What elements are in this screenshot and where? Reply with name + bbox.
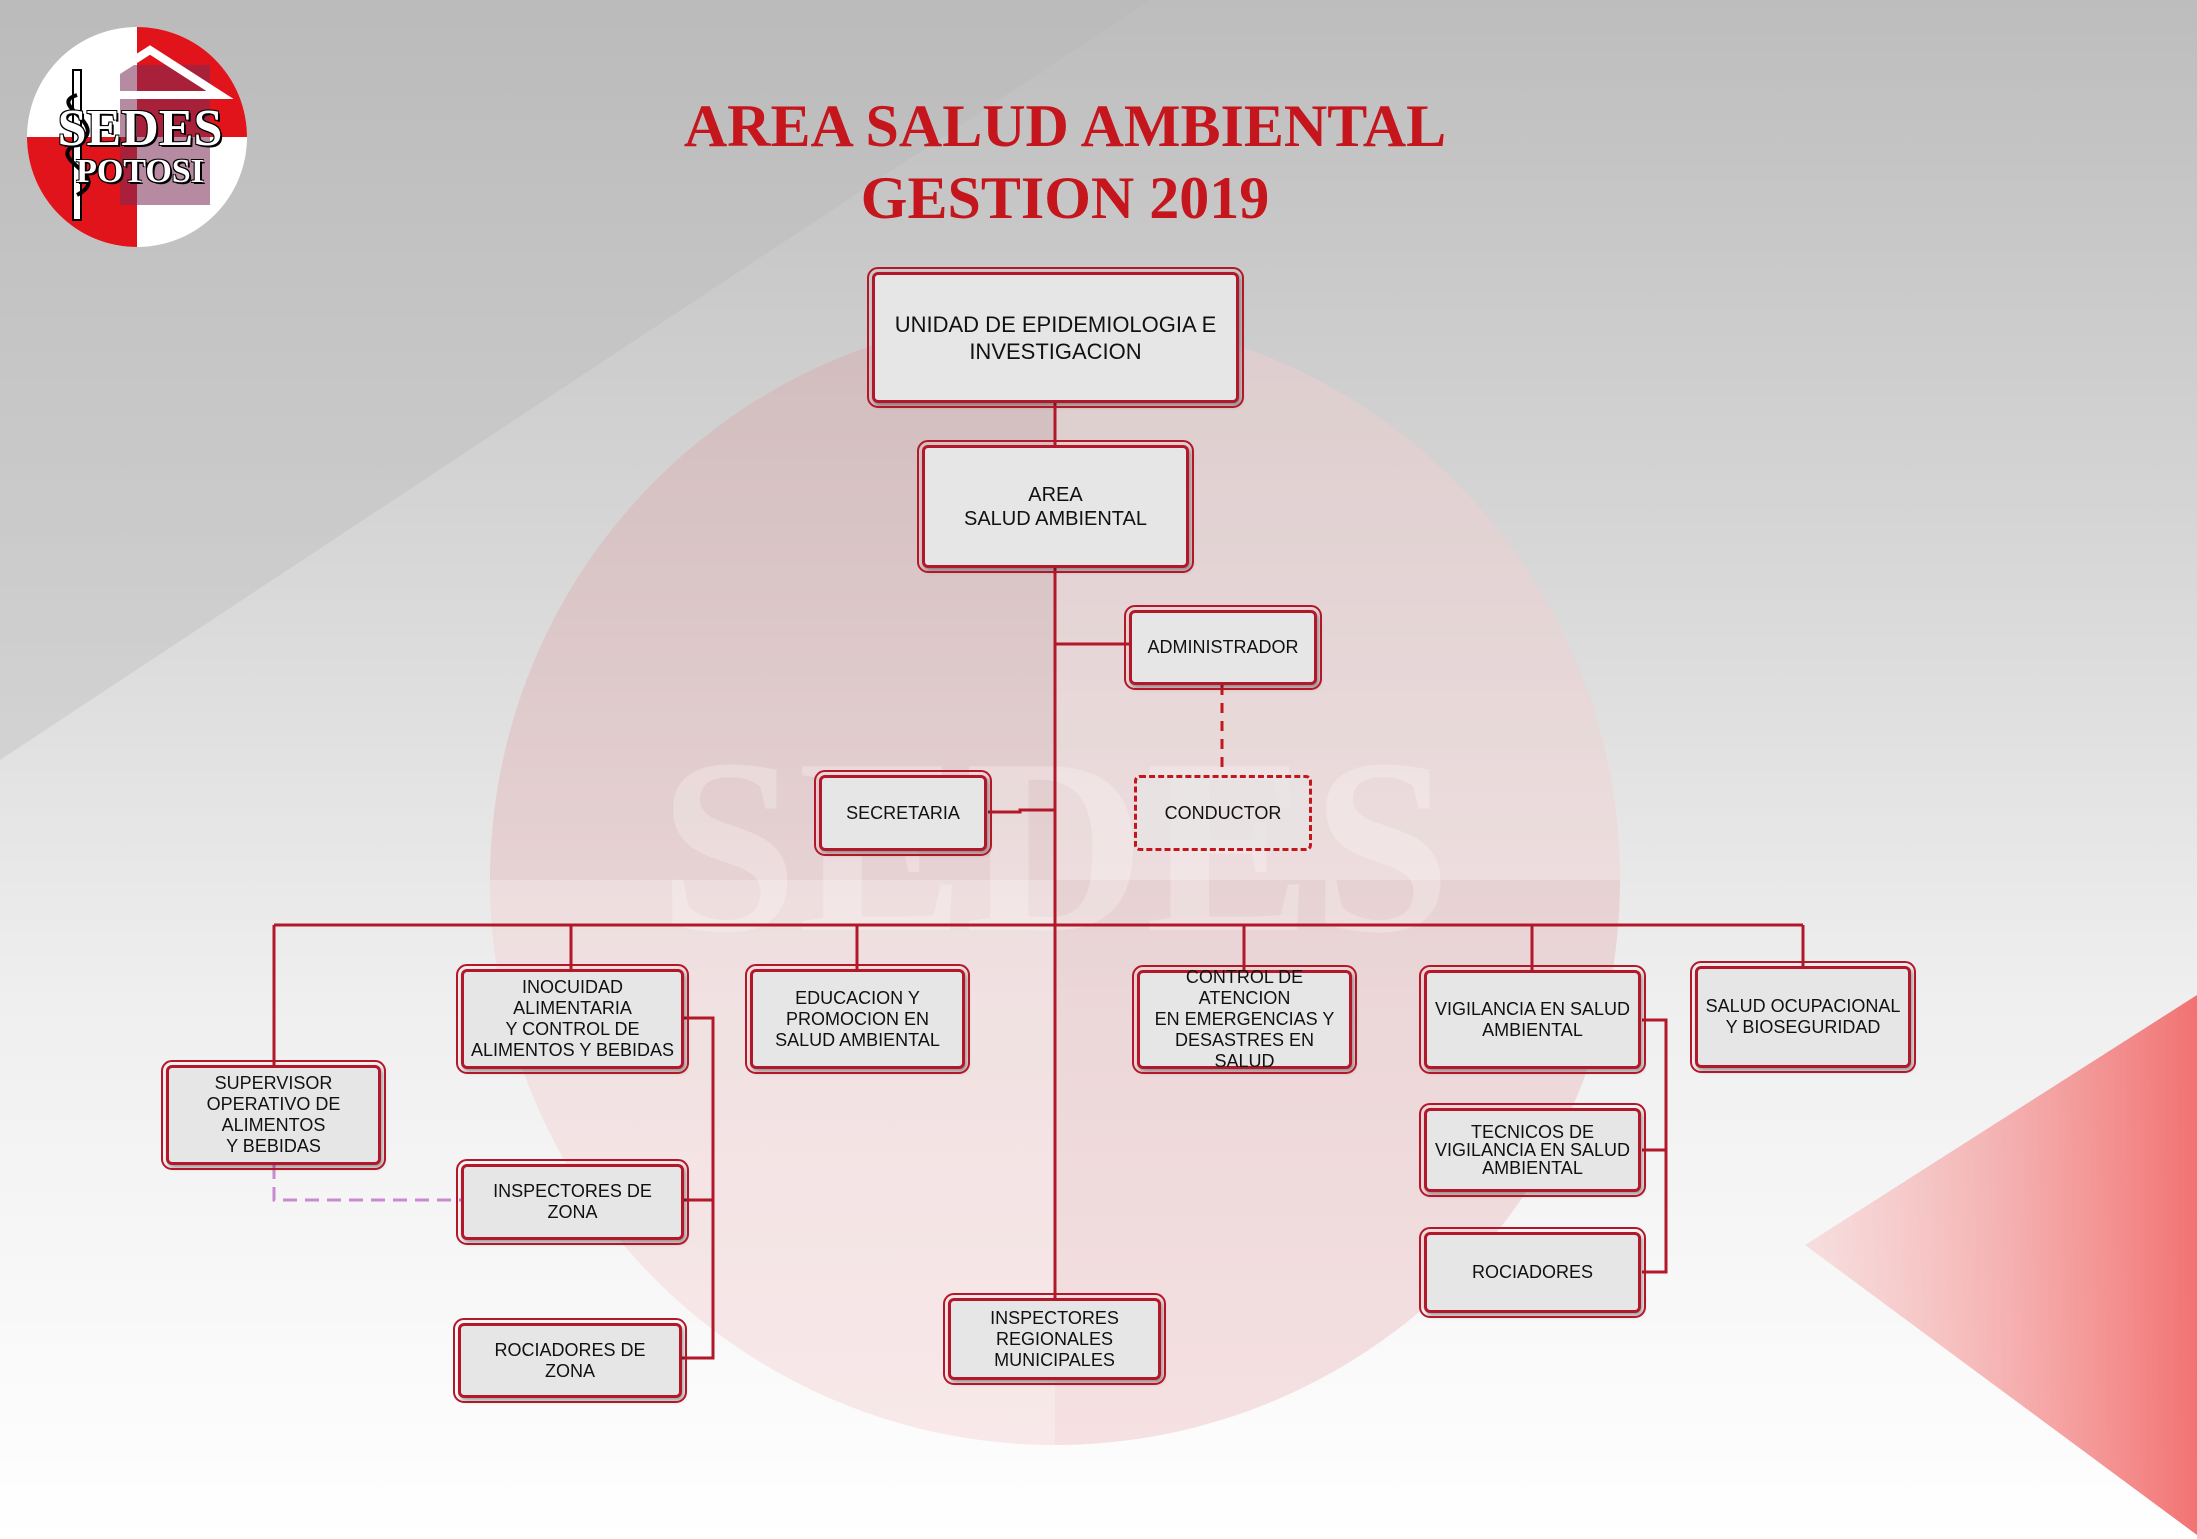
node-rociadores-de-zona: ROCIADORES DE ZONA (453, 1318, 687, 1403)
connector-supervisor-dashed (272, 1165, 462, 1202)
page-subtitle: GESTION 2019 (860, 165, 1270, 231)
node-inocuidad-alimentaria: INOCUIDAD ALIMENTARIA Y CONTROL DE ALIME… (456, 964, 689, 1074)
node-educacion-promocion: EDUCACION Y PROMOCION EN SALUD AMBIENTAL (745, 964, 970, 1074)
logo-text-sedes: SEDES (57, 100, 223, 157)
node-vigilancia-salud-ambiental: VIGILANCIA EN SALUD AMBIENTAL (1419, 965, 1646, 1074)
node-control-emergencias: CONTROL DE ATENCION EN EMERGENCIAS Y DES… (1132, 965, 1357, 1074)
node-inspectores-de-zona: INSPECTORES DE ZONA (456, 1159, 689, 1245)
connector-vigilancia-sub (1642, 1018, 1668, 1274)
node-conductor: CONDUCTOR (1134, 775, 1312, 851)
node-rociadores: ROCIADORES (1419, 1227, 1646, 1318)
logo-text-potosi: POTOSI (76, 153, 204, 190)
connector-secretaria (988, 808, 1055, 814)
connector-inocuidad-sub (682, 1016, 715, 1360)
page-title: AREA SALUD AMBIENTAL (683, 93, 1447, 159)
node-area-salud-ambiental: AREA SALUD AMBIENTAL (917, 440, 1194, 573)
node-salud-ocupacional: SALUD OCUPACIONAL Y BIOSEGURIDAD (1690, 961, 1916, 1073)
node-tecnicos-vigilancia: TECNICOS DE VIGILANCIA EN SALUD AMBIENTA… (1419, 1103, 1646, 1197)
logo-emblem-icon (27, 27, 247, 247)
sedes-potosi-logo: SEDES POTOSI (25, 25, 250, 250)
node-supervisor-operativo: SUPERVISOR OPERATIVO DE ALIMENTOS Y BEBI… (161, 1060, 386, 1170)
node-inspectores-regionales: INSPECTORES REGIONALES MUNICIPALES (943, 1293, 1166, 1385)
node-secretaria: SECRETARIA (814, 770, 992, 856)
node-administrador: ADMINISTRADOR (1124, 605, 1322, 690)
node-epidemiologia: UNIDAD DE EPIDEMIOLOGIA E INVESTIGACION (867, 267, 1244, 408)
